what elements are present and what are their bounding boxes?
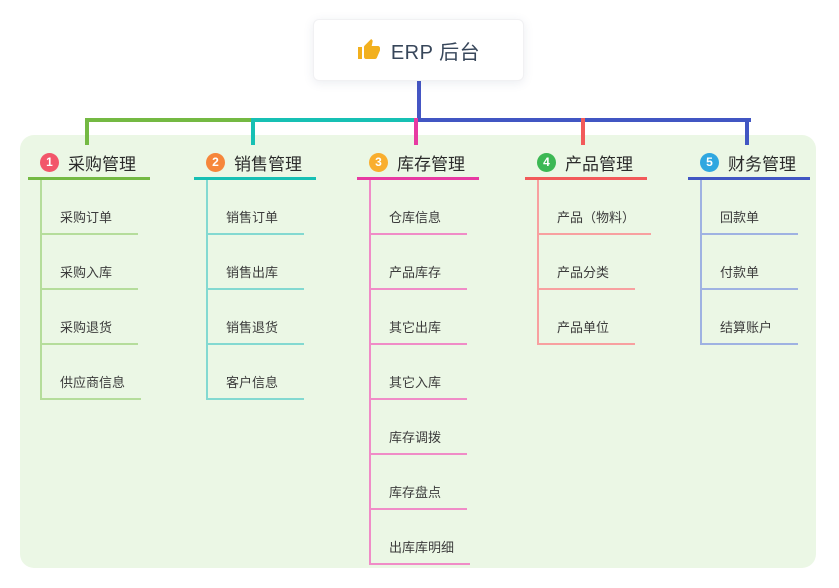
connector-drop-branch2 [251, 118, 255, 145]
branch-header-node[interactable]: 1 采购管理 [28, 147, 150, 180]
child-node[interactable]: 出库库明细 [371, 510, 471, 565]
branch-children-list: 产品（物料）产品分类产品单位 [537, 180, 652, 345]
connector-segment-branch2 [253, 118, 417, 122]
child-node[interactable]: 回款单 [702, 180, 798, 235]
branch-title: 采购管理 [68, 154, 136, 174]
branch-column-5: 5 财务管理 回款单付款单结算账户 [688, 147, 810, 345]
root-node-erp[interactable]: ERP 后台 [313, 19, 524, 81]
child-node[interactable]: 产品库存 [371, 235, 467, 290]
branch-children-list: 销售订单销售出库销售退货客户信息 [206, 180, 304, 400]
branch-column-3: 3 库存管理 仓库信息产品库存其它出库其它入库库存调拨库存盘点出库库明细 [357, 147, 479, 565]
root-connector-line [417, 81, 421, 122]
child-node[interactable]: 结算账户 [702, 290, 798, 345]
child-node[interactable]: 其它出库 [371, 290, 467, 345]
child-node[interactable]: 销售订单 [208, 180, 304, 235]
branch-header-node[interactable]: 5 财务管理 [688, 147, 810, 180]
child-node[interactable]: 付款单 [702, 235, 798, 290]
child-node[interactable]: 其它入库 [371, 345, 467, 400]
branch-number-badge: 5 [700, 152, 719, 172]
branch-column-2: 2 销售管理 销售订单销售出库销售退货客户信息 [194, 147, 316, 400]
connector-drop-branch5 [745, 118, 749, 145]
branch-children-list: 回款单付款单结算账户 [700, 180, 798, 345]
branch-number-badge: 1 [40, 152, 59, 172]
child-node[interactable]: 库存调拨 [371, 400, 467, 455]
child-node[interactable]: 采购入库 [42, 235, 138, 290]
connector-drop-branch4 [581, 118, 585, 145]
branch-number-badge: 3 [369, 152, 388, 172]
child-node[interactable]: 产品单位 [539, 290, 635, 345]
child-node[interactable]: 客户信息 [208, 345, 304, 400]
branch-header-node[interactable]: 4 产品管理 [525, 147, 647, 180]
connector-segment-branch1 [87, 118, 253, 122]
child-node[interactable]: 产品（物料） [539, 180, 652, 235]
child-node[interactable]: 采购退货 [42, 290, 138, 345]
thumbs-up-icon [357, 39, 380, 59]
branch-header-node[interactable]: 2 销售管理 [194, 147, 316, 180]
branch-header-node[interactable]: 3 库存管理 [357, 147, 479, 180]
branch-title: 销售管理 [234, 154, 302, 174]
child-node[interactable]: 产品分类 [539, 235, 635, 290]
branch-title: 产品管理 [565, 154, 633, 174]
child-node[interactable]: 供应商信息 [42, 345, 142, 400]
child-node[interactable]: 销售退货 [208, 290, 304, 345]
branch-children-list: 采购订单采购入库采购退货供应商信息 [40, 180, 142, 400]
child-node[interactable]: 仓库信息 [371, 180, 467, 235]
connector-drop-branch1 [85, 118, 89, 145]
branch-children-list: 仓库信息产品库存其它出库其它入库库存调拨库存盘点出库库明细 [369, 180, 471, 565]
branches-panel [20, 135, 816, 568]
branch-title: 库存管理 [397, 154, 465, 174]
branch-column-1: 1 采购管理 采购订单采购入库采购退货供应商信息 [28, 147, 150, 400]
child-node[interactable]: 销售出库 [208, 235, 304, 290]
child-node[interactable]: 库存盘点 [371, 455, 467, 510]
branch-number-badge: 4 [537, 152, 556, 172]
connector-drop-branch3 [414, 118, 418, 145]
root-node-label: ERP 后台 [390, 41, 481, 64]
child-node[interactable]: 采购订单 [42, 180, 138, 235]
branch-title: 财务管理 [728, 154, 796, 174]
branch-number-badge: 2 [206, 152, 225, 172]
branch-column-4: 4 产品管理 产品（物料）产品分类产品单位 [525, 147, 652, 345]
